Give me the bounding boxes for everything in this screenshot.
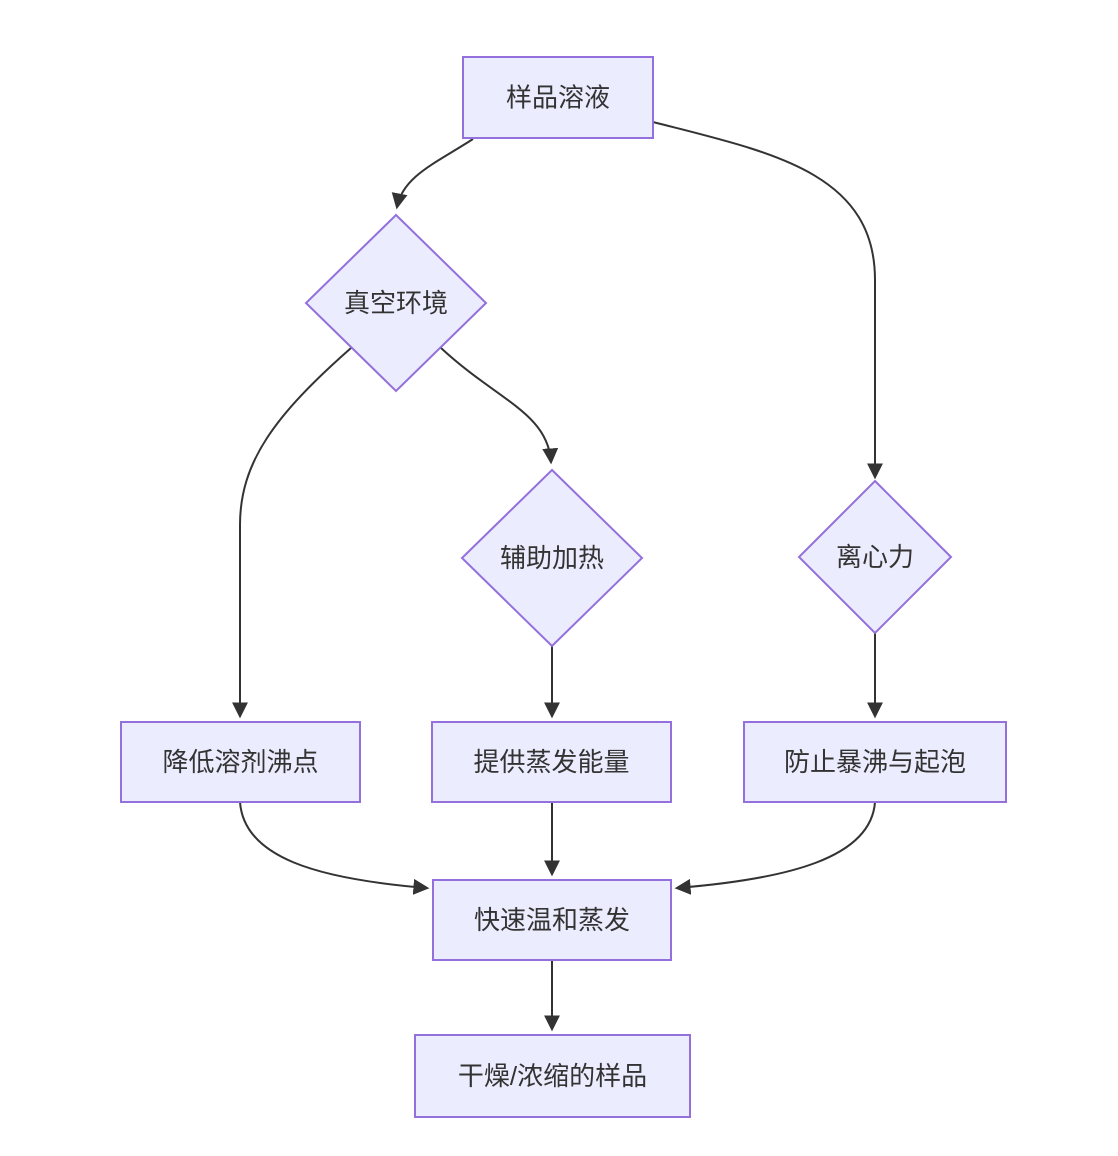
edges-layer <box>232 121 883 1032</box>
edge-prevent-bumping-foaming-to-rapid-gentle-evaporation <box>674 801 876 895</box>
node-vacuum-environment: 真空环境 <box>304 213 488 393</box>
edge-vacuum-environment-to-auxiliary-heating <box>440 347 559 465</box>
node-label: 提供蒸发能量 <box>473 747 629 777</box>
node-label: 辅助加热 <box>500 543 604 573</box>
edge-sample-solution-to-centrifugal-force <box>652 121 883 480</box>
process-box-shape <box>432 879 672 961</box>
node-label: 真空环境 <box>344 288 448 318</box>
process-box-shape <box>462 56 654 139</box>
node-label: 降低溶剂沸点 <box>162 747 318 777</box>
node-label: 离心力 <box>836 542 914 572</box>
node-dried-concentrated-sample: 干燥/浓缩的样品 <box>414 1034 691 1118</box>
node-label: 防止暴沸与起泡 <box>784 747 966 777</box>
process-box-shape <box>431 721 672 803</box>
process-box-shape <box>743 721 1007 803</box>
node-auxiliary-heating: 辅助加热 <box>460 468 644 648</box>
node-lower-solvent-bp: 降低溶剂沸点 <box>120 721 361 803</box>
process-box-shape <box>120 721 361 803</box>
node-sample-solution: 样品溶液 <box>462 56 654 139</box>
node-label: 快速温和蒸发 <box>474 905 630 935</box>
node-centrifugal-force: 离心力 <box>797 479 953 635</box>
node-prevent-bumping-foaming: 防止暴沸与起泡 <box>743 721 1007 803</box>
decision-diamond-shape <box>460 468 644 648</box>
node-rapid-gentle-evaporation: 快速温和蒸发 <box>432 879 672 961</box>
decision-diamond-shape <box>797 479 953 635</box>
edge-lower-solvent-bp-to-rapid-gentle-evaporation <box>239 801 430 895</box>
edge-sample-solution-to-vacuum-environment <box>391 138 474 210</box>
node-label: 样品溶液 <box>506 83 610 113</box>
decision-diamond-shape <box>304 213 488 393</box>
edge-vacuum-environment-to-lower-solvent-bp <box>232 347 352 719</box>
node-evaporation-energy: 提供蒸发能量 <box>431 721 672 803</box>
node-label: 干燥/浓缩的样品 <box>458 1061 647 1091</box>
process-box-shape <box>414 1034 691 1118</box>
